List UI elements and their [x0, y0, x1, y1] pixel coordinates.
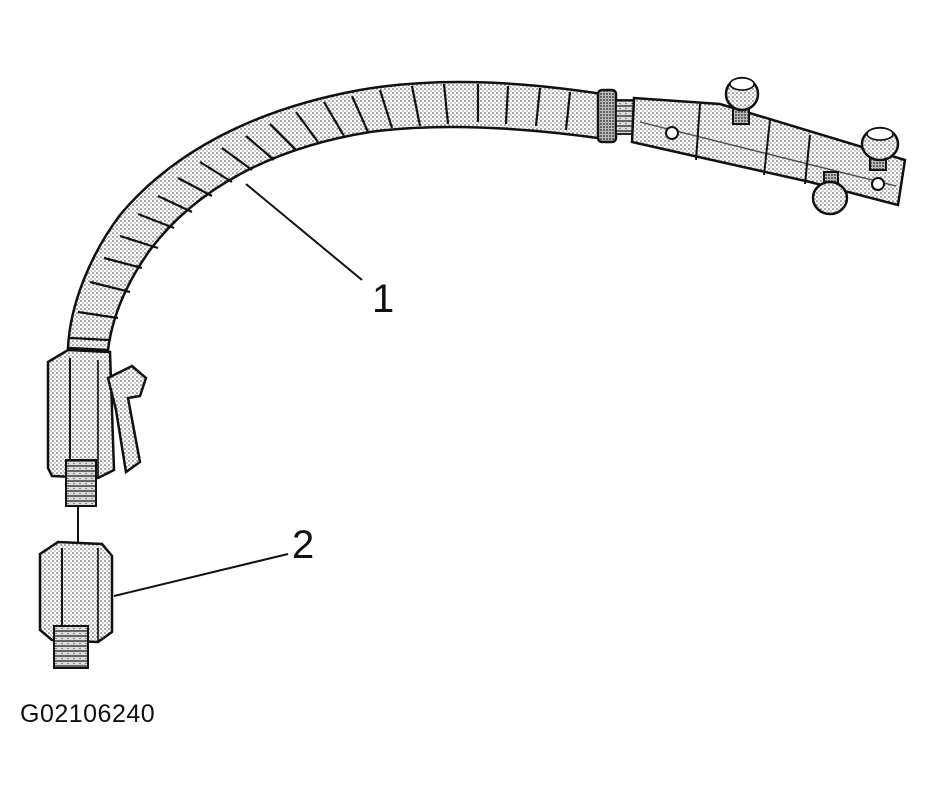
arm-end-thread	[615, 99, 635, 135]
arm-segment-joint	[504, 85, 510, 125]
arm-segment-joint	[119, 234, 159, 250]
arm-segment-joint	[442, 83, 450, 125]
arm-end-collar	[596, 88, 618, 144]
arm-segment-joint	[350, 95, 370, 133]
knob-upper	[724, 76, 760, 125]
leader-line-1	[245, 183, 363, 281]
arm-segment-joint	[410, 85, 422, 127]
base-clamp	[46, 348, 148, 507]
arm-segment-joint	[137, 212, 175, 230]
arm-segment-joint	[77, 310, 119, 320]
arm-segment-joint	[323, 101, 345, 137]
arm-segment-joint	[177, 177, 213, 197]
clamp-hole	[665, 126, 679, 140]
callout-number-2: 2	[292, 523, 314, 567]
knob-right	[860, 126, 900, 171]
base-threaded-stud	[65, 459, 97, 507]
arm-segment-joint	[564, 91, 572, 131]
callout-number-1: 1	[372, 277, 394, 321]
arm-segment-joint	[199, 161, 233, 183]
arm-segment-joint	[245, 135, 275, 161]
arm-segment-joint	[69, 336, 111, 342]
adapter-hex-body	[38, 540, 114, 644]
clamp-hole	[871, 177, 885, 191]
arm-segment-joint	[378, 89, 394, 129]
base-hex-body	[46, 348, 116, 480]
callout-1: 1	[245, 183, 394, 321]
flexible-arm	[66, 80, 635, 352]
arm-segment-joint	[89, 280, 131, 294]
callout-2: 2	[113, 523, 314, 597]
arm-segment-joint	[534, 87, 542, 127]
base-lever	[106, 364, 148, 475]
threaded-adapter	[38, 540, 114, 669]
arm-outline	[66, 80, 617, 352]
adapter-threaded-stud	[53, 625, 89, 669]
arm-segment-joint	[269, 123, 297, 151]
arm-segment-joint	[221, 147, 253, 171]
clamp-head	[630, 76, 907, 216]
arm-segment-joint	[295, 111, 319, 143]
arm-segment-joint	[103, 256, 143, 270]
arm-segment-joints	[69, 83, 572, 342]
knob-lower	[811, 171, 849, 216]
arm-segment-joint	[157, 195, 193, 213]
figure-code: G02106240	[20, 700, 156, 728]
leader-line-2	[113, 553, 289, 597]
